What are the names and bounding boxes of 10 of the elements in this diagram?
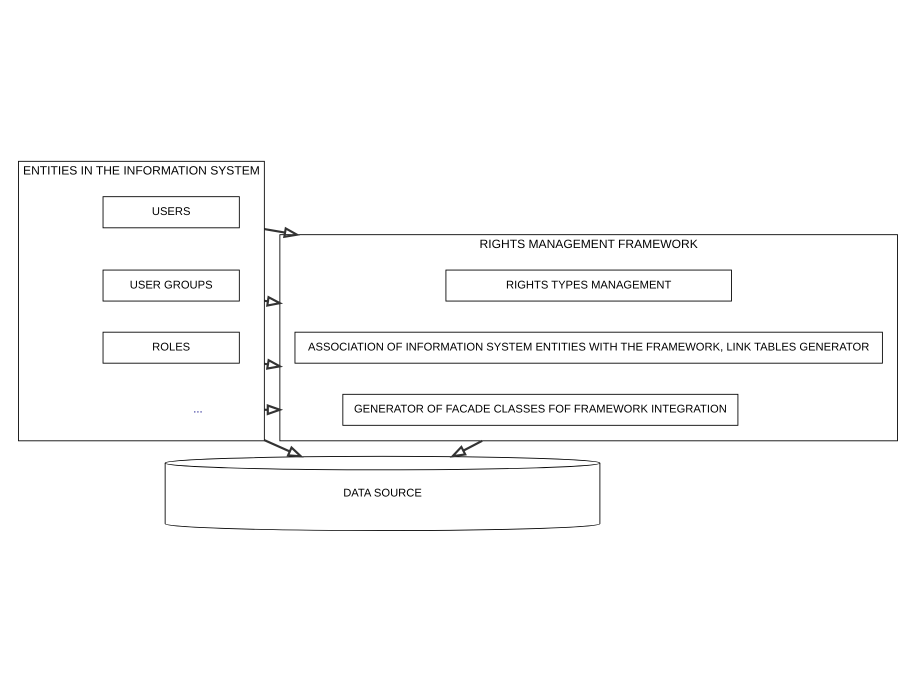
arrow [264,438,304,458]
node-box: ASSOCIATION OF INFORMATION SYSTEM ENTITIES WITH THE FRAMEWORK, LINK TABLES GENERATOR [294,331,883,364]
node-box: ROLES [102,331,240,364]
node-box: USERS [102,196,240,228]
arrow [450,439,483,458]
node-box: RIGHTS TYPES MANAGEMENT [446,269,732,302]
node-text: ... [193,403,203,416]
node-box: USER GROUPS [102,269,240,302]
node-box: GENERATOR OF FACADE CLASSES FOF FRAMEWORK INTEGRATION [342,393,738,426]
arrow [264,226,300,238]
